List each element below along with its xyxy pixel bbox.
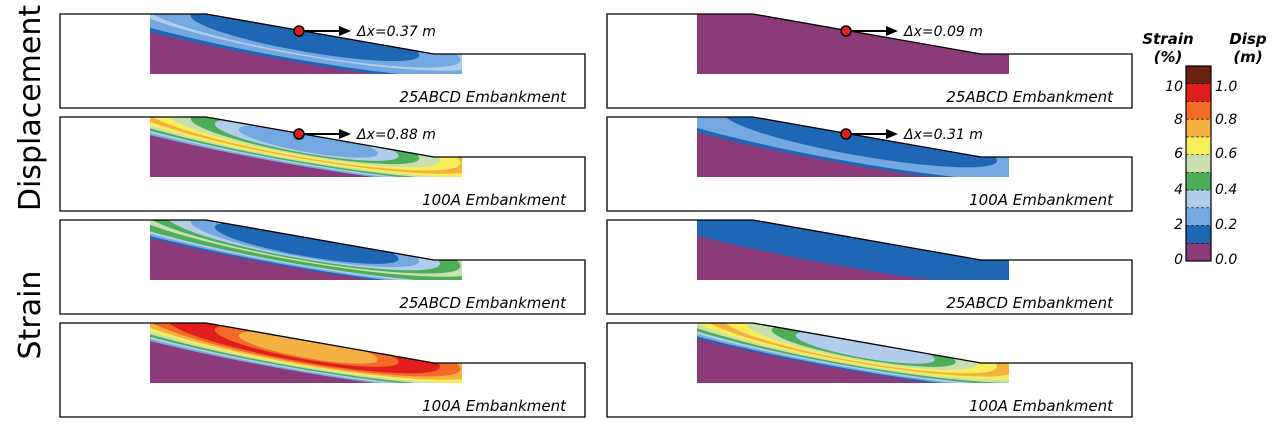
contour-band (238, 125, 378, 158)
displacement-label: Δx=0.37 m (356, 24, 436, 40)
displacement-label: Δx=0.09 m (903, 24, 983, 40)
colorbar-swatch (1186, 225, 1211, 244)
embankment-outline (59, 322, 586, 418)
colorbar-swatch (1186, 83, 1211, 102)
colorbar-swatch (1186, 207, 1211, 226)
embankment-outline (606, 219, 1133, 315)
colorbar-disp-ticks: 1.0 0.8 0.6 0.4 0.2 0.0 (1215, 79, 1237, 268)
contour-band (697, 117, 1009, 177)
contour-band (697, 14, 1009, 74)
panel-caption: 100A Embankment (969, 397, 1114, 415)
colorbar-swatch (1186, 136, 1211, 155)
panel-caption: 25ABCD Embankment (399, 88, 567, 106)
contour-band (214, 16, 399, 58)
strain-tick: 10 (1165, 79, 1183, 95)
disp-tick: 0.0 (1215, 252, 1237, 268)
displacement-label: Δx=0.31 m (903, 127, 983, 143)
embankment-outline (606, 13, 1133, 109)
colorbar-disp-title: Disp (1229, 30, 1267, 48)
disp-tick: 0.4 (1215, 182, 1237, 198)
panel-caption: 100A Embankment (422, 397, 567, 415)
colorbar-strain-title: Strain (1142, 30, 1193, 48)
colorbar-swatch (1186, 243, 1211, 262)
displacement-label: Δx=0.88 m (356, 127, 436, 143)
arrowhead-icon (886, 129, 898, 139)
disp-tick: 1.0 (1215, 79, 1237, 95)
embankment-outline (606, 322, 1133, 418)
colorbar-disp-unit: (m) (1233, 48, 1262, 66)
strain-tick: 0 (1174, 252, 1183, 268)
contour-band (214, 222, 399, 264)
contour-band (697, 220, 1009, 280)
measurement-point-marker (293, 128, 305, 140)
colorbar-swatch (1186, 190, 1211, 209)
contour-band (238, 331, 378, 364)
contour-band (697, 323, 1009, 383)
embankment-outline (606, 116, 1133, 212)
embankment-outline (59, 13, 586, 109)
panel-caption: 25ABCD Embankment (946, 88, 1114, 106)
panel-caption: 25ABCD Embankment (946, 294, 1114, 312)
contour-band (697, 220, 1009, 280)
arrowhead-icon (339, 129, 351, 139)
embankment-panel: 25ABCD Embankment Δx=0.37 m (59, 13, 586, 109)
embankment-outline (59, 116, 586, 212)
contour-band (150, 220, 462, 280)
colorbar-strain-ticks: 10 8 6 4 2 0 (1165, 79, 1183, 268)
contour-band (150, 323, 462, 383)
disp-tick: 0.2 (1215, 217, 1237, 233)
strain-tick: 2 (1174, 217, 1183, 233)
measurement-point-marker (293, 25, 305, 37)
displacement-contour-field (697, 14, 1009, 74)
panel-caption: 100A Embankment (969, 191, 1114, 209)
strain-tick: 6 (1174, 146, 1183, 162)
contour-band (795, 331, 935, 364)
colorbar-swatches (1186, 66, 1211, 262)
strain-tick: 8 (1174, 112, 1183, 128)
colorbar-swatch (1186, 101, 1211, 120)
colorbar-swatch (1186, 66, 1211, 85)
measurement-point-marker (840, 128, 852, 140)
colorbar-swatch (1186, 172, 1211, 191)
row-label-strain: Strain (13, 271, 48, 360)
contour-band (697, 117, 1009, 177)
colorbar-swatch (1186, 154, 1211, 173)
measurement-point-marker (840, 25, 852, 37)
contour-band (697, 323, 1009, 383)
strain-tick: 4 (1174, 182, 1183, 198)
embankment-outline (59, 219, 586, 315)
colorbar-swatch (1186, 119, 1211, 138)
embankment-panel: 25ABCD Embankment Δx=0.09 m (606, 13, 1133, 109)
disp-tick: 0.8 (1215, 112, 1237, 128)
contour-band (150, 323, 462, 383)
colorbar: Strain (%) Disp (m) 10 8 6 4 2 0 1.0 0.8… (1142, 30, 1267, 268)
colorbar-strain-unit: (%) (1154, 48, 1183, 66)
contour-band (150, 220, 462, 280)
disp-tick: 0.6 (1215, 146, 1237, 162)
panel-caption: 25ABCD Embankment (399, 294, 567, 312)
row-label-displacement: Displacement (13, 5, 48, 211)
arrowhead-icon (339, 26, 351, 36)
arrowhead-icon (886, 26, 898, 36)
contour-band (150, 117, 462, 177)
panel-caption: 100A Embankment (422, 191, 567, 209)
colorbar-frame (1185, 65, 1212, 262)
